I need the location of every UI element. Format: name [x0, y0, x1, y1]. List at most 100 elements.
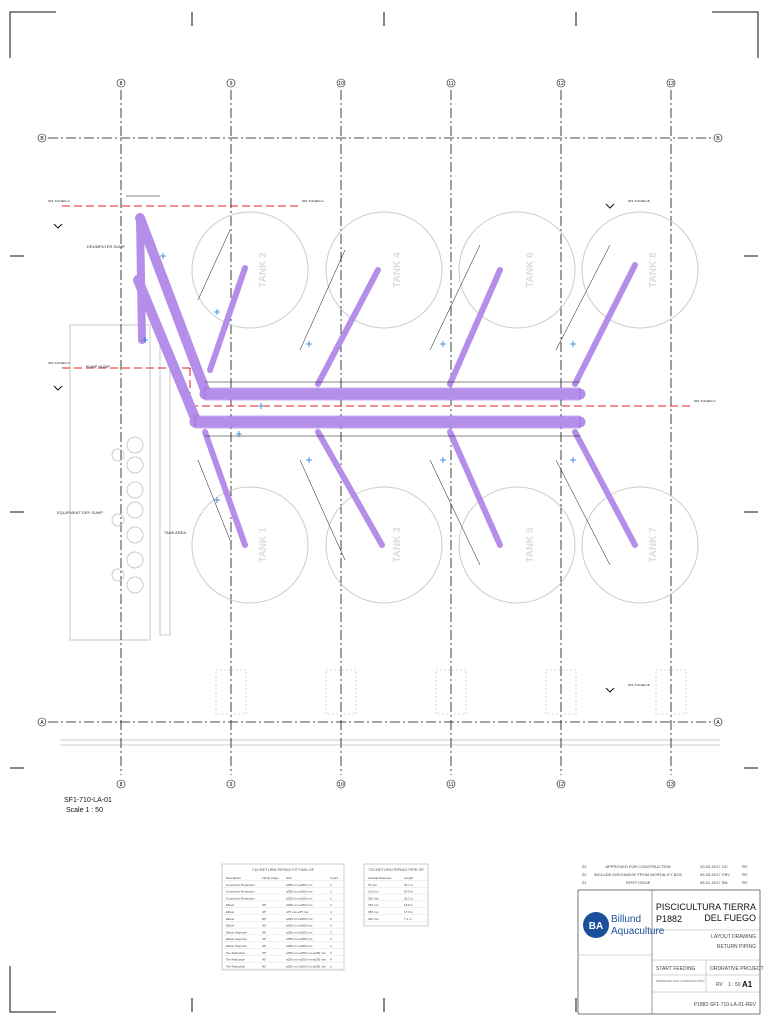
- table-cell: Elbow: [226, 924, 235, 928]
- billund-logo: BA Billund Aquaculture: [583, 912, 665, 938]
- table-cell: ø355 mm-ø250 mm: [286, 890, 313, 894]
- revision-by: BN: [722, 880, 728, 885]
- table-cell: Tee Reduction: [226, 964, 246, 968]
- table-cell: 45°: [262, 944, 267, 948]
- grid-bubble-col-10: 10 10: [336, 78, 346, 789]
- column-footings: [215, 669, 687, 715]
- table-cell: 45°: [262, 910, 267, 914]
- table-cell: Concentric Reduction: [226, 896, 255, 900]
- grid-lines: [48, 90, 712, 775]
- branch-tank-5: [447, 429, 503, 548]
- table-cell: 4: [330, 910, 332, 914]
- branch-tank-3: [315, 429, 385, 548]
- table-cell: 45°: [262, 958, 267, 962]
- table-cell: 400 mm: [368, 917, 379, 921]
- table-cell: ø250 mm-ø250 mm-ø250 mm: [286, 964, 327, 968]
- tank-8-outline: [581, 211, 699, 329]
- revision-check: RV: [742, 880, 748, 885]
- grid-bubble-col-12: 12 12: [556, 78, 566, 789]
- tank-1-label: TANK 1: [258, 527, 269, 563]
- table-cell: ø250 mm-ø250 mm: [286, 924, 313, 928]
- drum-filter-sump-label: DRUMFILTER SUMP: [87, 244, 125, 249]
- tank-4-outline: [325, 211, 443, 329]
- grid-bubbles: 8 8 9 9 10 10 11 11 12 12: [37, 78, 723, 789]
- table-cell: 75 mm: [368, 883, 378, 887]
- tank-6-label: TANK 6: [525, 252, 536, 288]
- table-cell: ø250 mm-ø250 mm: [286, 896, 313, 900]
- branch-tank-4: [315, 267, 381, 387]
- svg-text:SF1-710-SEC-C: SF1-710-SEC-C: [694, 399, 717, 403]
- table-cell: 2: [330, 944, 332, 948]
- grid-bubble-col-9: 9 9: [226, 78, 236, 789]
- tanks: [191, 211, 699, 604]
- status-left: START FEEDING: [656, 966, 696, 972]
- svg-text:BA: BA: [589, 921, 603, 932]
- table-cell: Concentric Reduction: [226, 883, 255, 887]
- table-header: Size: [286, 876, 292, 880]
- crop-marks: [9, 11, 759, 1013]
- svg-text:12: 12: [558, 81, 564, 87]
- return-piping: [133, 213, 638, 548]
- status-right: ORDRATIVE PROJECT: [710, 966, 764, 972]
- pipe-edges: [194, 387, 581, 429]
- table-cell: 20.9 m: [404, 890, 414, 894]
- table-header: Length: [404, 876, 414, 880]
- table-cell: 110 mm: [368, 890, 379, 894]
- svg-text:A: A: [40, 720, 44, 726]
- svg-text:B: B: [716, 136, 720, 142]
- equipment-dry-sump-label: EQUIPMENT DRY SUMP: [57, 510, 103, 515]
- table-header: Fitting Angle: [262, 876, 279, 880]
- branch-tank-7: [572, 429, 638, 548]
- table-cell: 2: [330, 924, 332, 928]
- table-cell: Elbow: [226, 917, 235, 921]
- tank-1-outline: [191, 486, 309, 604]
- svg-text:Billund: Billund: [611, 914, 641, 925]
- revision-date: 05-01-2017: [700, 880, 721, 885]
- table-cell: 2: [330, 964, 332, 968]
- table-cell: 45°: [262, 903, 267, 907]
- svg-text:12: 12: [558, 782, 564, 788]
- table-cell: 7.1 m: [404, 917, 412, 921]
- pump-sump-label: PUMP SUMP: [86, 364, 110, 369]
- tank-7-outline: [581, 486, 699, 604]
- building-outline: [60, 324, 720, 746]
- tank-2-label: TANK 2: [258, 252, 269, 288]
- svg-text:Aquaculture: Aquaculture: [611, 926, 665, 937]
- area-labels: DRUMFILTER SUMP PUMP SUMP EQUIPMENT DRY …: [57, 244, 186, 535]
- scale-value: 1 : 50: [728, 982, 741, 988]
- svg-text:11: 11: [448, 782, 453, 788]
- table-cell: 2: [330, 930, 332, 934]
- revision-description: INCLUDE DISCHARGE FROM MORTALITY BOX: [594, 872, 683, 877]
- tank-8-label: TANK 8: [648, 252, 659, 288]
- drum-filter-branch-1: [135, 213, 210, 395]
- branch-tank-1: [202, 429, 248, 548]
- table-cell: 45°: [262, 937, 267, 941]
- table-cell: 90°: [262, 964, 267, 968]
- table-cell: ø75 mm-ø75 mm: [286, 910, 310, 914]
- pipe-table: 710-RETURN PIPING PIPE-SF Outside Diamet…: [363, 863, 429, 927]
- branch-tank-6: [447, 267, 503, 387]
- drawing-number: P1882-SF1-710-LA-01-REV: [694, 1002, 757, 1008]
- approval-status: APPROVED FOR CONSTRUCTION: [656, 979, 705, 983]
- table-cell: 2: [330, 951, 332, 955]
- drawing-title: RETURN PIPING: [717, 944, 756, 950]
- drawing-type: LAYOUT DRAWING: [711, 934, 756, 940]
- table-cell: ø355 mm-ø250 mm: [286, 883, 313, 887]
- revision-number: 03: [582, 864, 587, 869]
- revision-description: APPROVED FOR CONSTRUCTION: [605, 864, 670, 869]
- grid-bubble-col-8: 8 8: [116, 78, 126, 789]
- table-cell: Tee Reduction: [226, 958, 246, 962]
- svg-text:SF1-710-SEC-A: SF1-710-SEC-A: [302, 199, 324, 203]
- svg-text:710-RETURN PIPING FITTING-SF: 710-RETURN PIPING FITTING-SF: [252, 867, 315, 872]
- table-cell: 315 mm: [368, 903, 379, 907]
- table-cell: 1: [330, 896, 332, 900]
- svg-text:8: 8: [120, 81, 123, 87]
- tank-7-label: TANK 7: [648, 527, 659, 563]
- table-cell: 2: [330, 903, 332, 907]
- table-cell: ø250 mm-ø250 mm: [286, 944, 313, 948]
- svg-text:8: 8: [120, 782, 123, 788]
- table-cell: ø355 mm-ø355 mm-ø250 mm: [286, 951, 327, 955]
- tank-2-outline: [191, 211, 309, 329]
- branch-tank-2: [207, 265, 248, 373]
